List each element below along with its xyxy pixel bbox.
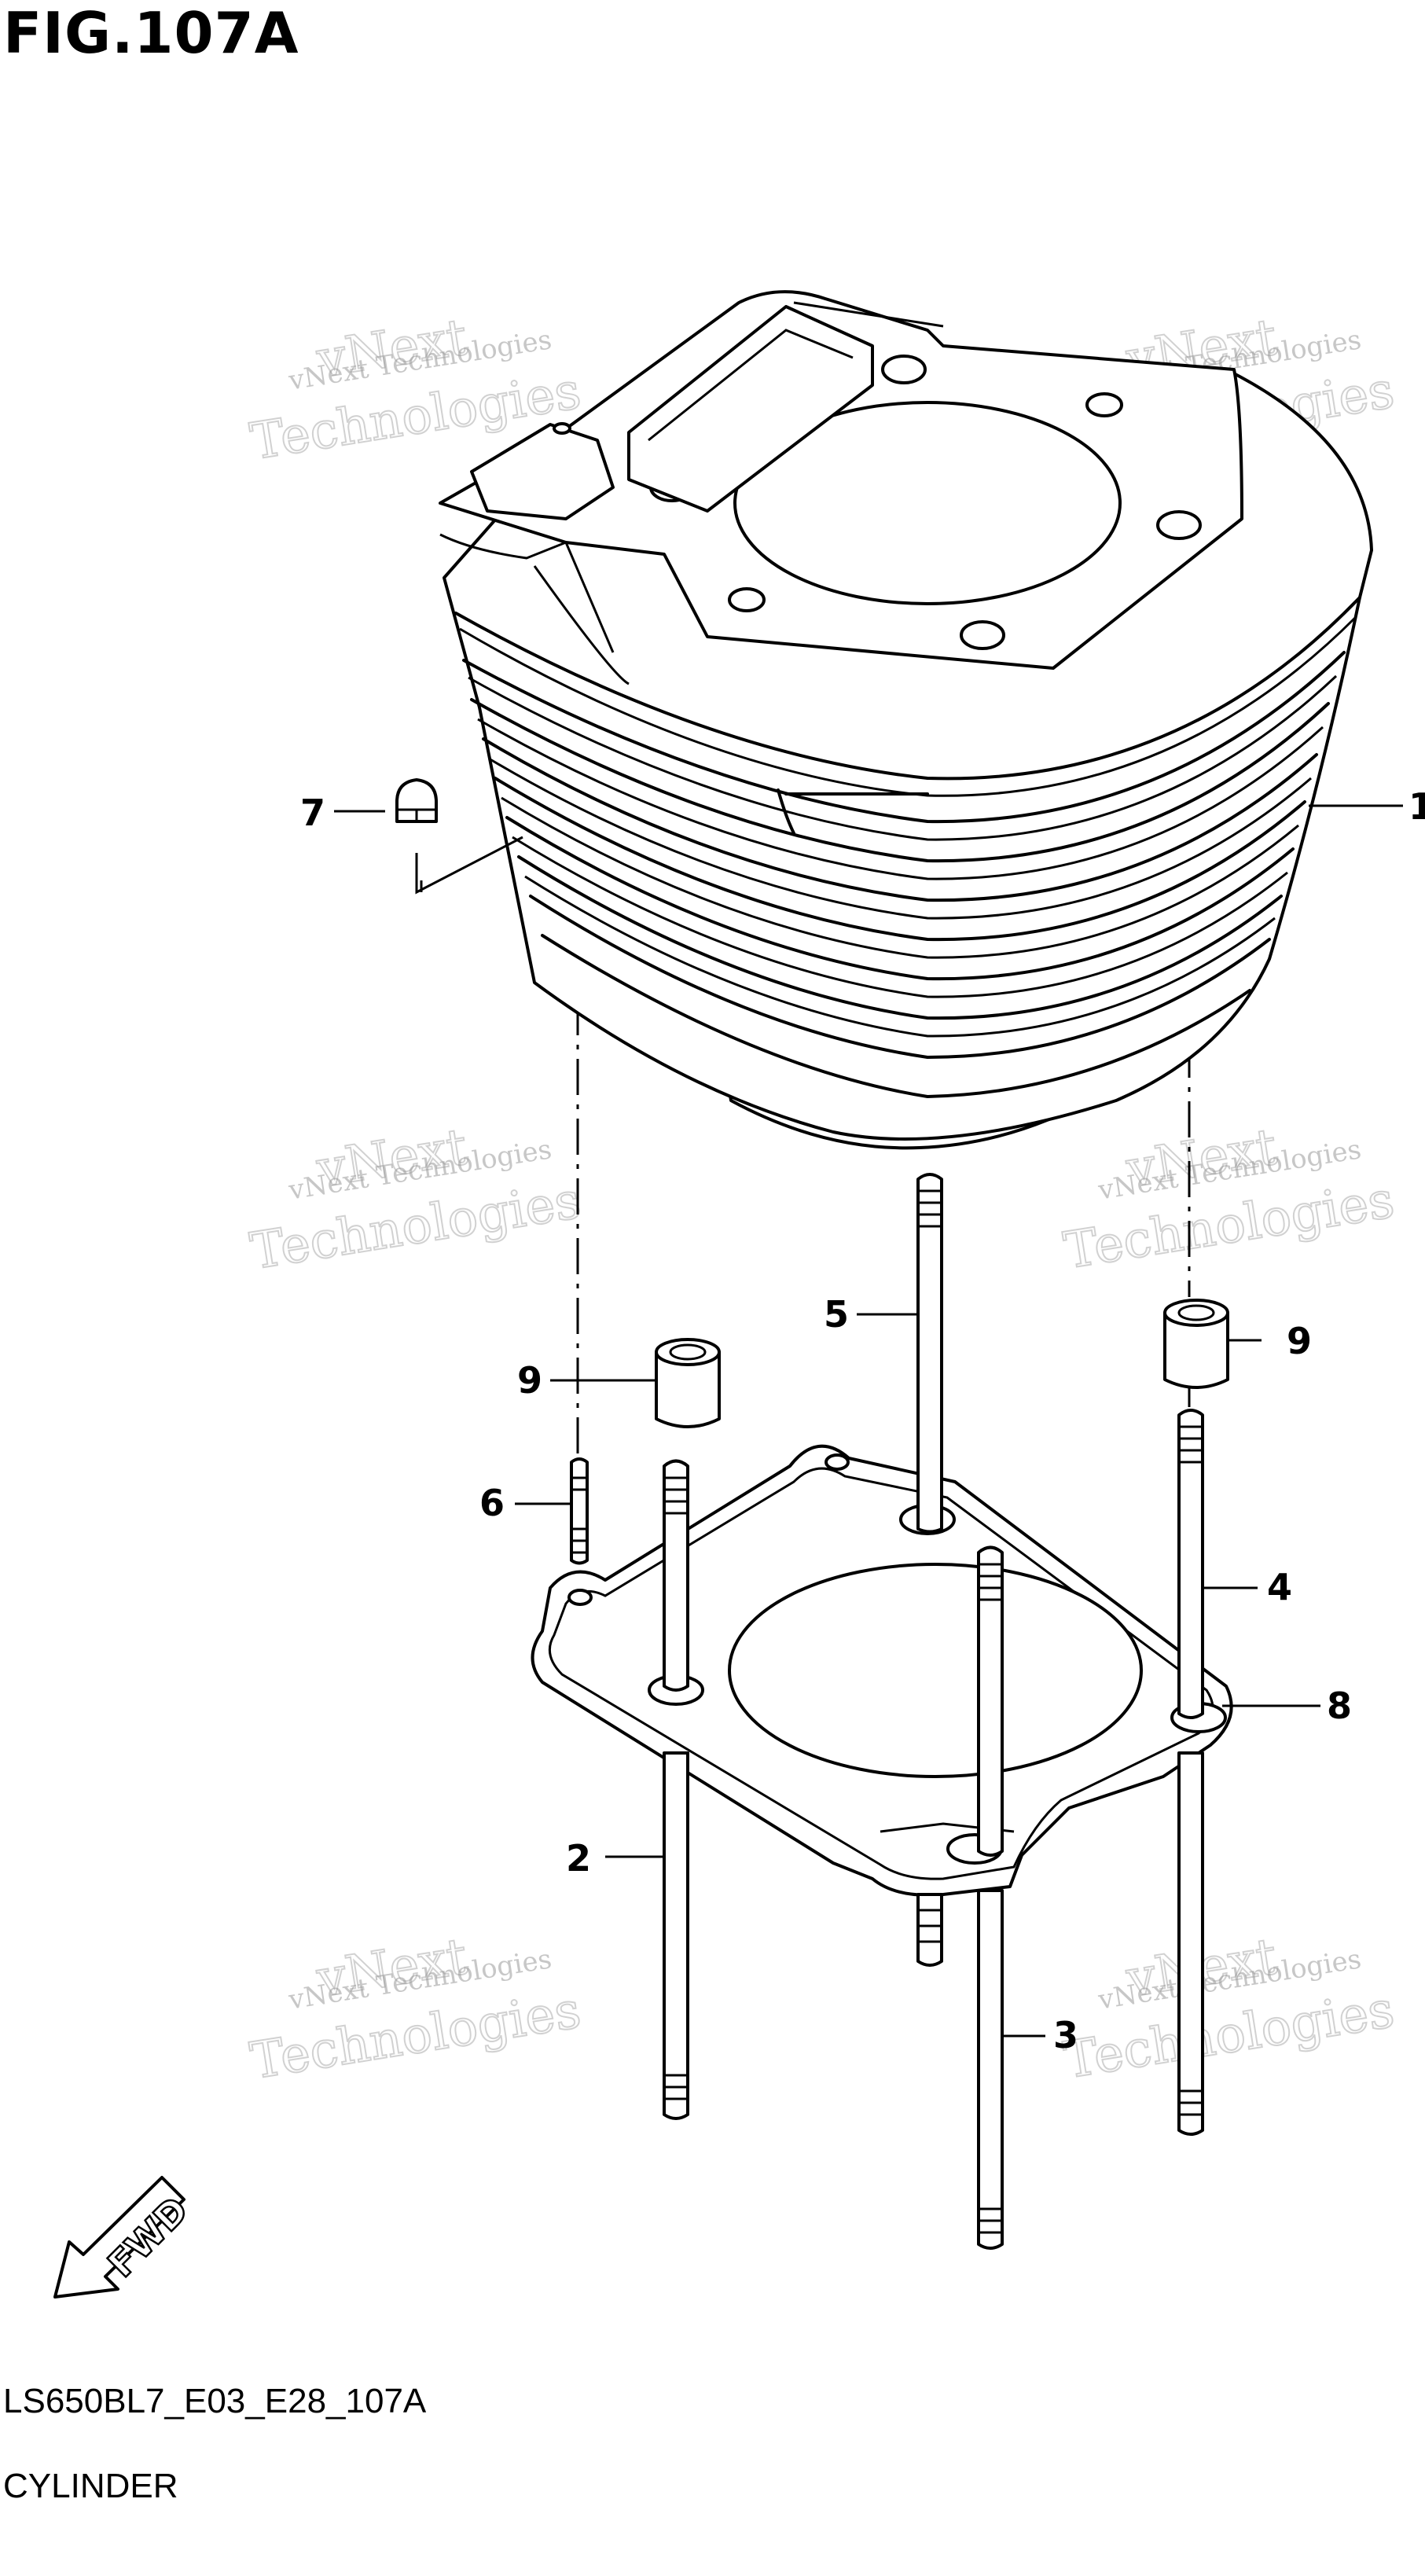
callout-4: 4 <box>1267 1566 1292 1608</box>
leader-lines <box>334 804 1403 2038</box>
gasket-part-8 <box>531 1444 1233 1897</box>
callout-7: 7 <box>300 792 325 834</box>
watermark-text: vNext <box>313 1927 472 2008</box>
dowel-pin-part-9-right <box>1163 1299 1229 1389</box>
stud-part-5 <box>916 1173 943 1967</box>
callout-9-right: 9 <box>1287 1320 1312 1362</box>
stud-part-2 <box>663 1459 689 2120</box>
callout-9-left: 9 <box>517 1359 542 1402</box>
callout-1: 1 <box>1408 785 1425 828</box>
callout-5: 5 <box>824 1293 849 1336</box>
watermark-text: vNext <box>1122 1118 1281 1199</box>
cap-nut-part-7 <box>395 778 438 823</box>
callout-6: 6 <box>479 1482 505 1524</box>
callout-labels: 1 2 3 4 5 6 7 8 9 9 <box>300 785 1425 2056</box>
fwd-direction-arrow: FWD <box>53 2176 197 2299</box>
figure-code: LS650BL7_E03_E28_107A <box>3 2382 427 2420</box>
figure-title: FIG.107A <box>3 0 299 66</box>
stud-part-4 <box>1177 1409 1204 2136</box>
cylinder-part-1 <box>439 290 1373 1150</box>
stud-part-3 <box>977 1545 1004 2250</box>
watermark-group-6: vNext Technologies vNext Technologies <box>1060 1927 1399 2091</box>
callout-8: 8 <box>1327 1685 1352 1727</box>
callout-3: 3 <box>1053 2014 1078 2056</box>
watermark-group-5: vNext Technologies vNext Technologies <box>246 1927 586 2092</box>
watermark-group-3: vNext Technologies vNext Technologies <box>246 1117 586 1282</box>
dowel-pin-part-9-left <box>655 1338 721 1428</box>
figure-name: CYLINDER <box>3 2467 178 2505</box>
watermark-group-4: vNext Technologies vNext Technologies <box>1060 1117 1399 1281</box>
stud-part-6 <box>570 1457 589 1565</box>
watermark-text: vNext <box>313 308 472 389</box>
watermark-text: vNext <box>313 1118 472 1199</box>
callout-2: 2 <box>566 1837 591 1880</box>
